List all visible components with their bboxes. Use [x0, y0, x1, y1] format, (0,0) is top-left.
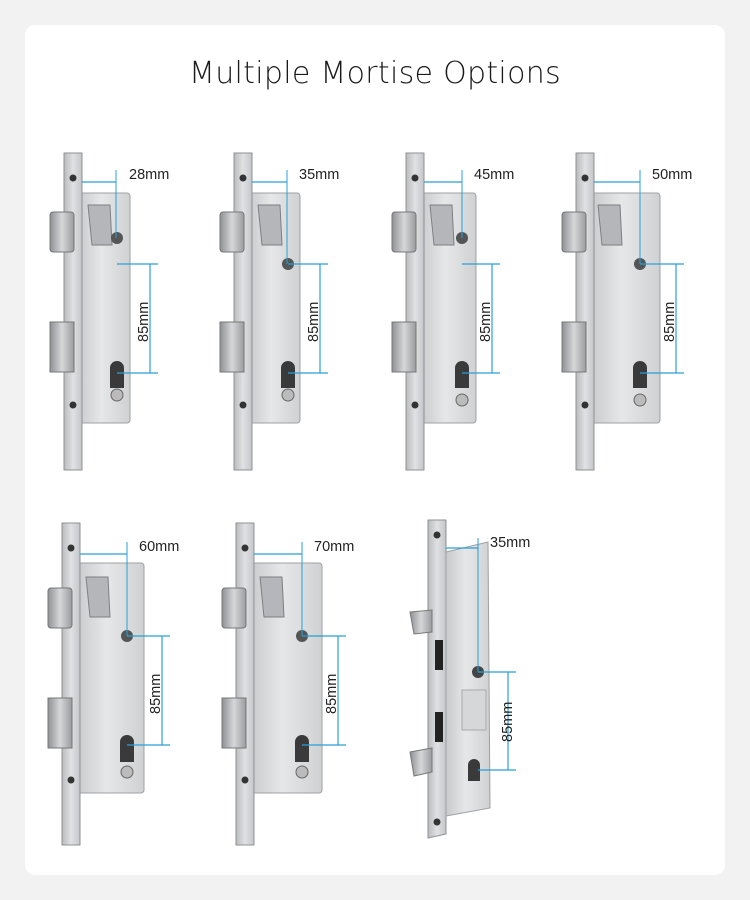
- center-distance-label: 85mm: [324, 674, 340, 714]
- backset-label: 60mm: [139, 539, 179, 555]
- mortise-lock-60mm: 60mm 85mm: [47, 522, 179, 846]
- center-distance-label: 85mm: [148, 674, 164, 714]
- mortise-lock-50mm: 50mm 85mm: [561, 152, 692, 471]
- mortise-lock-70mm: 70mm 85mm: [221, 522, 354, 846]
- backset-label: 28mm: [129, 167, 169, 183]
- center-distance-label: 85mm: [662, 302, 678, 342]
- center-distance-label: 85mm: [478, 302, 494, 342]
- mortise-lock-28mm: 28mm 85mm: [49, 152, 169, 471]
- page-title: Multiple Mortise Options: [189, 56, 561, 91]
- mortise-lock-35mm: 35mm 85mm: [219, 152, 339, 471]
- center-distance-label: 85mm: [136, 302, 152, 342]
- backset-label: 70mm: [314, 539, 354, 555]
- backset-label: 35mm: [490, 535, 530, 551]
- backset-label: 50mm: [652, 167, 692, 183]
- backset-label: 45mm: [474, 167, 514, 183]
- center-distance-label: 85mm: [306, 302, 322, 342]
- mortise-lock-35mm-narrow: 35mm 85mm: [409, 519, 530, 839]
- backset-label: 35mm: [299, 167, 339, 183]
- mortise-lock-45mm: 45mm 85mm: [391, 152, 514, 471]
- center-distance-label: 85mm: [500, 702, 516, 742]
